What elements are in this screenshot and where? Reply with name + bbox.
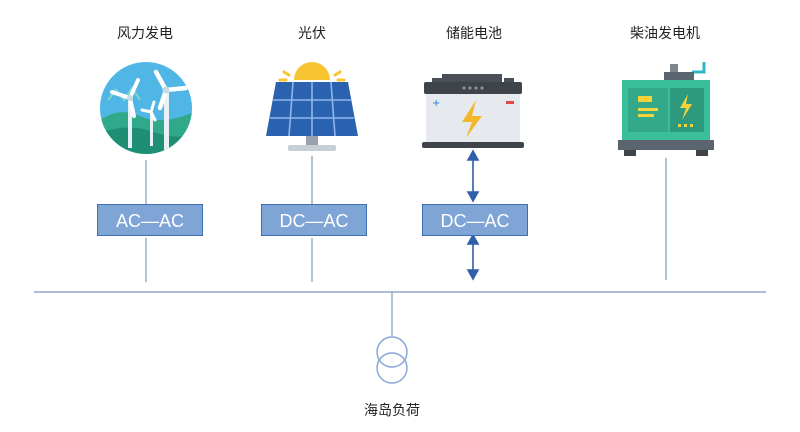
wind-turbine-icon xyxy=(100,62,192,154)
label-diesel: 柴油发电机 xyxy=(630,26,700,42)
battery-icon: + xyxy=(422,74,524,148)
converter-box-wind: AC—AC xyxy=(97,204,203,236)
label-battery: 储能电池 xyxy=(446,26,502,42)
converter-box-battery: DC—AC xyxy=(422,204,528,236)
diesel-generator-icon xyxy=(618,62,714,156)
converter-box-solar: DC—AC xyxy=(261,204,367,236)
svg-text:+: + xyxy=(432,98,440,109)
transformer-icon xyxy=(376,336,408,384)
solar-panel-icon xyxy=(266,62,358,151)
label-wind: 风力发电 xyxy=(117,26,173,42)
label-solar: 光伏 xyxy=(298,26,326,42)
bidirectional-arrow-icon xyxy=(466,149,480,281)
label-load: 海岛负荷 xyxy=(364,403,420,419)
